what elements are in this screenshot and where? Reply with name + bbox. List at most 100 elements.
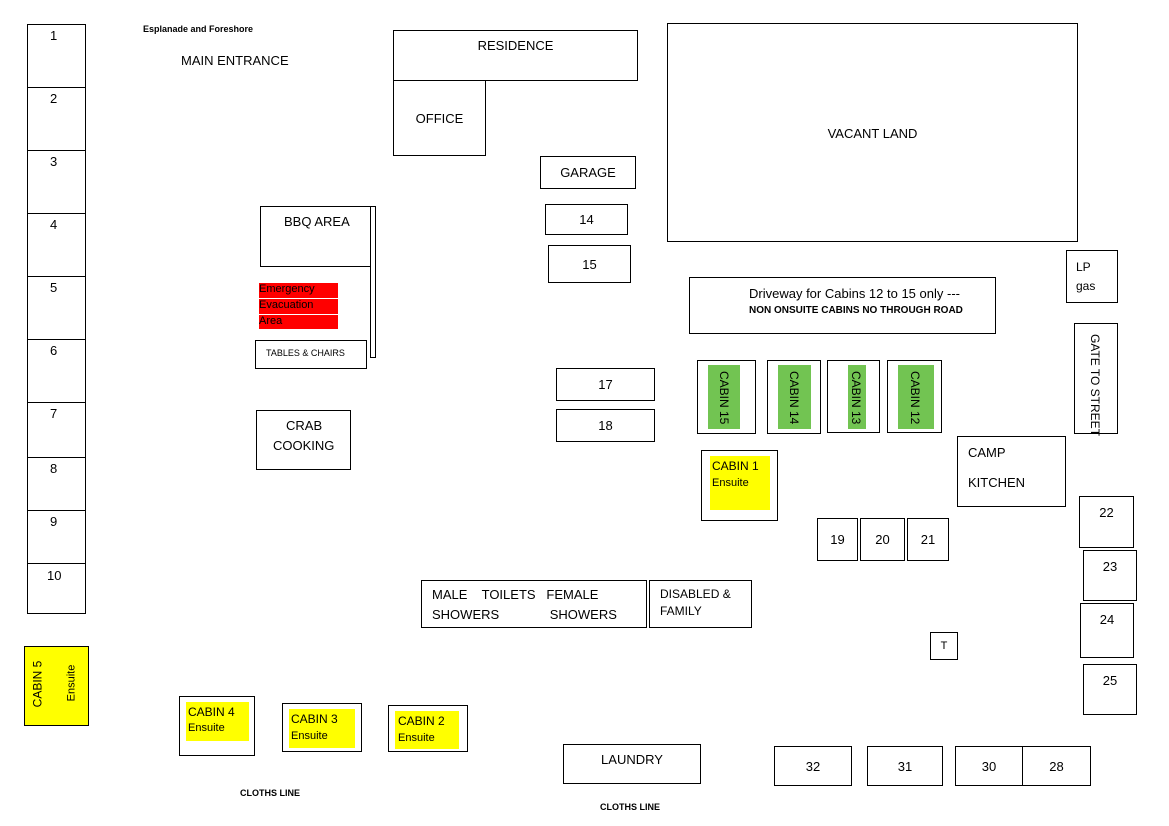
cabin-5[interactable]: CABIN 5 Ensuite	[24, 646, 89, 726]
site-31[interactable]: 31	[867, 746, 943, 786]
gate-to-street: GATE TO STREET	[1074, 323, 1118, 437]
site-32[interactable]: 32	[774, 746, 852, 786]
cabin-4[interactable]: CABIN 4 Ensuite	[179, 696, 255, 756]
cabin-15-label: CABIN 15	[717, 371, 731, 425]
bbq-area: BBQ AREA	[260, 206, 376, 358]
crab-cooking: CRAB COOKING	[256, 410, 351, 470]
crab-cooking-line2: COOKING	[273, 438, 335, 453]
cabin-15-fill: CABIN 15	[708, 365, 740, 429]
crab-cooking-line1: CRAB	[286, 418, 323, 433]
cabin-5-label: CABIN 5	[30, 660, 45, 708]
site-30[interactable]: 30	[955, 746, 1023, 786]
site-number: 10	[47, 568, 62, 583]
cabin-1-ensuite: Ensuite	[712, 477, 749, 489]
site-19[interactable]: 19	[817, 518, 858, 561]
emergency-line: Emergency	[259, 283, 338, 298]
site-23[interactable]: 23	[1083, 550, 1137, 601]
vacant-land: VACANT LAND	[667, 23, 1078, 242]
cabin-2-label: CABIN 2	[398, 714, 445, 728]
toilets-line1: MALE TOILETS FEMALE	[432, 587, 599, 602]
site-5[interactable]: 5	[27, 276, 86, 340]
site-number: 5	[50, 280, 58, 295]
cabin-2-ensuite: Ensuite	[398, 732, 435, 744]
site-7[interactable]: 7	[27, 402, 86, 458]
site-18[interactable]: 18	[556, 409, 655, 442]
cabin-5-ensuite: Ensuite	[65, 664, 78, 702]
driveway-line1: Driveway for Cabins 12 to 15 only ---	[749, 286, 960, 301]
tables-chairs: TABLES & CHAIRS	[255, 340, 367, 369]
garage-label: GARAGE	[560, 165, 616, 180]
camp-kitchen-line1: CAMP	[968, 445, 1006, 460]
cabin-3-label: CABIN 3	[291, 712, 338, 726]
cabin-14-label: CABIN 14	[787, 371, 801, 425]
site-number: 21	[920, 532, 936, 547]
site-number: 3	[50, 154, 58, 169]
cabin-12-fill: CABIN 12	[898, 365, 934, 429]
driveway-line2: NON ONSUITE CABINS NO THROUGH ROAD	[749, 305, 963, 316]
toilets-showers: MALE TOILETS FEMALE SHOWERS SHOWERS	[421, 580, 647, 628]
camp-kitchen: CAMP KITCHEN	[957, 436, 1066, 507]
site-2[interactable]: 2	[27, 87, 86, 151]
site-number: 20	[875, 532, 890, 547]
residence-label: RESIDENCE	[477, 38, 554, 53]
lp-gas-line2: gas	[1076, 279, 1096, 293]
site-9[interactable]: 9	[27, 510, 86, 564]
site-1[interactable]: 1	[27, 24, 86, 88]
site-4[interactable]: 4	[27, 213, 86, 277]
site-number: 28	[1049, 758, 1064, 774]
site-number: 2	[50, 91, 58, 106]
site-21[interactable]: 21	[907, 518, 949, 561]
site-number: 24	[1099, 612, 1115, 627]
bbq-area-label: BBQ AREA	[284, 214, 350, 229]
site-number: 25	[1102, 673, 1118, 688]
emergency-line: Evacuation	[259, 299, 338, 314]
cabin-4-ensuite: Ensuite	[188, 722, 225, 734]
site-15[interactable]: 15	[548, 245, 631, 283]
office-label: OFFICE	[415, 110, 464, 126]
site-number: 22	[1099, 505, 1114, 520]
site-8[interactable]: 8	[27, 457, 86, 511]
cabin-13-fill: CABIN 13	[848, 365, 866, 429]
laundry: LAUNDRY	[563, 744, 701, 784]
toilets-line2: SHOWERS SHOWERS	[432, 607, 617, 622]
site-10[interactable]: 10	[27, 563, 86, 614]
site-number: 32	[805, 758, 821, 774]
site-number: 18	[598, 418, 613, 433]
cabin-2[interactable]: CABIN 2 Ensuite	[388, 705, 468, 752]
gate-to-street-label: GATE TO STREET	[1088, 334, 1102, 437]
disabled-family: DISABLED & FAMILY	[649, 580, 752, 628]
cabin-14-fill: CABIN 14	[778, 365, 811, 429]
site-number: 6	[50, 343, 58, 358]
cabin-2-fill: CABIN 2 Ensuite	[395, 711, 459, 749]
cabin-15[interactable]: CABIN 15	[697, 360, 756, 434]
site-6[interactable]: 6	[27, 339, 86, 403]
site-24[interactable]: 24	[1080, 603, 1134, 658]
cabin-1[interactable]: CABIN 1 Ensuite	[701, 450, 778, 521]
site-3[interactable]: 3	[27, 150, 86, 214]
cabin-1-fill: CABIN 1 Ensuite	[710, 456, 770, 510]
site-number: 8	[50, 461, 58, 476]
site-number: 19	[830, 532, 845, 547]
cabin-13[interactable]: CABIN 13	[827, 360, 880, 433]
disabled-line2: FAMILY	[660, 604, 702, 618]
cloths-line-label: CLOTHS LINE	[600, 802, 660, 812]
site-14[interactable]: 14	[545, 204, 628, 235]
site-number: 23	[1102, 559, 1118, 574]
site-17[interactable]: 17	[556, 368, 655, 401]
site-25[interactable]: 25	[1083, 664, 1137, 715]
cabin-14[interactable]: CABIN 14	[767, 360, 821, 434]
site-number: 14	[579, 212, 594, 227]
bbq-area-side	[370, 206, 376, 358]
site-number: 9	[50, 514, 58, 529]
cabin-4-fill: CABIN 4 Ensuite	[186, 702, 249, 741]
cabin-12-label: CABIN 12	[908, 371, 922, 425]
site-22[interactable]: 22	[1079, 496, 1134, 548]
cabin-3[interactable]: CABIN 3 Ensuite	[282, 703, 362, 752]
site-number: 30	[981, 758, 997, 774]
office: OFFICE	[393, 80, 486, 156]
disabled-line1: DISABLED &	[660, 587, 731, 601]
site-28[interactable]: 28	[1022, 746, 1091, 786]
cabin-12[interactable]: CABIN 12	[887, 360, 942, 433]
site-20[interactable]: 20	[860, 518, 905, 561]
cabin-3-fill: CABIN 3 Ensuite	[289, 709, 355, 748]
